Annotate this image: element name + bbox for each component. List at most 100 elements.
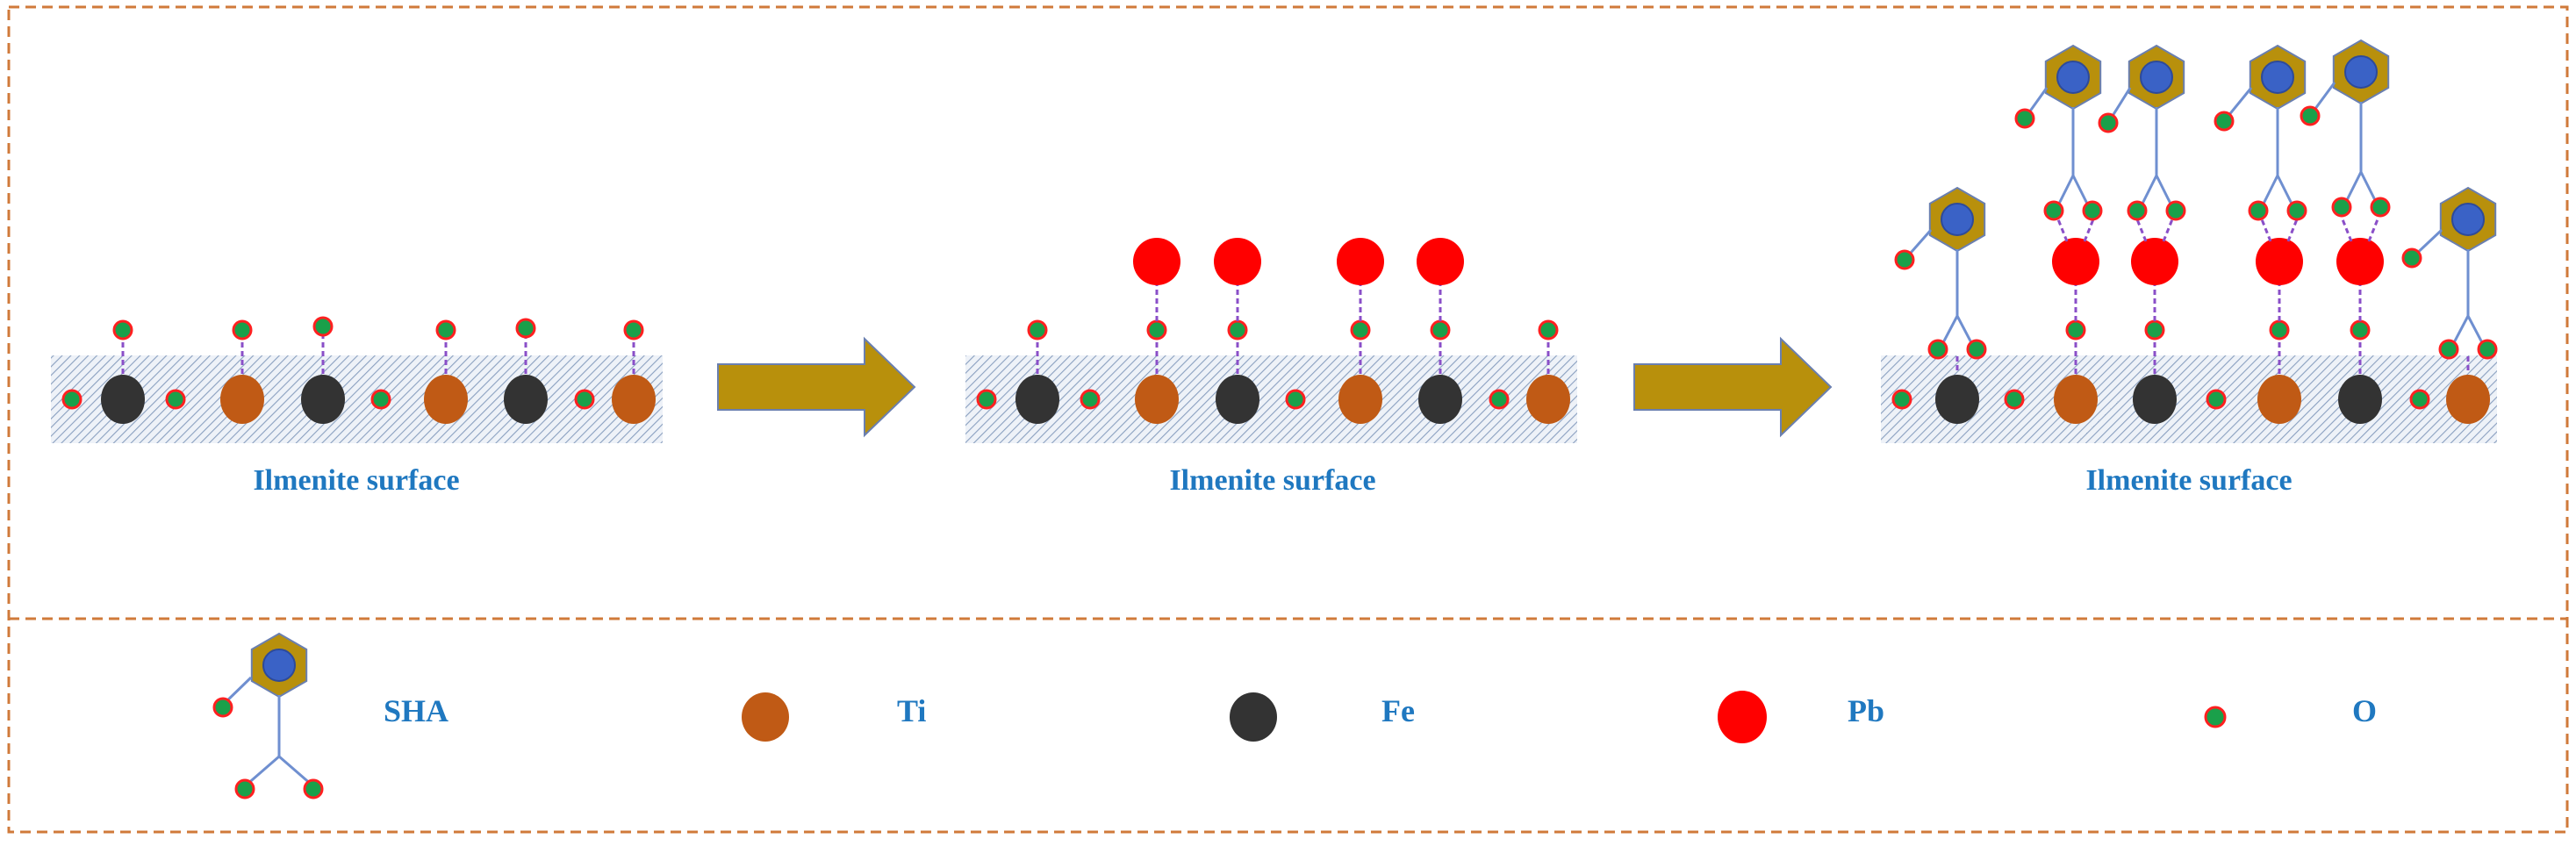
o-legend-icon: [2204, 706, 2227, 728]
o-atom: [61, 389, 83, 410]
o-atom: [574, 389, 595, 410]
pb-legend-icon: [1718, 691, 1767, 743]
o-atom: [2248, 200, 2269, 221]
ti-atom: [612, 375, 656, 424]
o-atom: [2331, 197, 2352, 218]
surface-label-2: Ilmenite surface: [1169, 464, 1375, 497]
bond-line: [2056, 219, 2069, 242]
o-atom: [976, 389, 997, 410]
bond-line: [2286, 219, 2299, 242]
right-arrow-icon: [1633, 336, 1833, 438]
o-atom: [515, 318, 536, 339]
o-atom: [2165, 200, 2186, 221]
o-atom: [1350, 319, 1371, 341]
bond-line: [2162, 219, 2174, 242]
fe-atom: [504, 375, 548, 424]
o-atom: [2477, 339, 2498, 360]
ti-atom: [220, 375, 264, 424]
ti-atom: [2054, 375, 2098, 424]
pb-atom: [2052, 238, 2099, 285]
pb-atom: [1214, 238, 1261, 285]
o-atom: [1894, 249, 1915, 270]
o-atom: [234, 778, 255, 799]
pb-atom: [1337, 238, 1384, 285]
o-atom: [2286, 200, 2307, 221]
sha-branch: [245, 755, 280, 787]
sha-branch: [278, 755, 313, 787]
o-atom: [435, 319, 456, 341]
ti-atom: [2446, 375, 2490, 424]
o-atom: [2438, 339, 2459, 360]
o-atom: [2300, 105, 2321, 126]
o-atom: [2401, 247, 2422, 269]
sha-core: [262, 649, 296, 682]
legend-label-fe: Fe: [1381, 693, 1415, 728]
o-atom: [1538, 319, 1559, 341]
legend-label-pb: Pb: [1848, 693, 1884, 728]
o-atom: [2370, 197, 2391, 218]
sha-core: [2140, 61, 2173, 94]
ti-atom: [424, 375, 468, 424]
sha-core: [2261, 61, 2294, 94]
o-atom: [2144, 319, 2165, 341]
o-atom: [312, 316, 334, 337]
o-atom: [112, 319, 133, 341]
pb-atom: [1417, 238, 1464, 285]
o-atom: [2004, 389, 2025, 410]
o-atom: [2350, 319, 2371, 341]
fe-atom: [2133, 375, 2177, 424]
o-atom: [2269, 319, 2290, 341]
o-atom: [1146, 319, 1167, 341]
bond-line: [2083, 219, 2095, 242]
o-atom: [1430, 319, 1451, 341]
o-atom: [1927, 339, 1948, 360]
fe-legend-icon: [1230, 692, 1277, 742]
o-atom: [212, 697, 233, 718]
ti-atom: [1338, 375, 1382, 424]
bond-line: [2135, 219, 2148, 242]
pb-atom: [2336, 238, 2384, 285]
main-frame: [7, 5, 2569, 834]
fe-atom: [301, 375, 345, 424]
surface-label-1: Ilmenite surface: [253, 464, 459, 497]
fe-atom: [2338, 375, 2382, 424]
ti-legend-icon: [742, 692, 789, 742]
bond-line: [2367, 219, 2379, 242]
surface-2: [965, 355, 1577, 443]
sha-core: [1941, 203, 1974, 236]
o-atom: [2127, 200, 2148, 221]
ti-atom: [2257, 375, 2301, 424]
o-atom: [2082, 200, 2103, 221]
legend-label-sha: SHA: [384, 693, 448, 728]
surface-1: [51, 355, 663, 443]
o-atom: [1966, 339, 1987, 360]
ti-atom: [1135, 375, 1179, 424]
o-atom: [1489, 389, 1510, 410]
ti-atom: [1526, 375, 1570, 424]
fe-atom: [1418, 375, 1462, 424]
pb-atom: [2256, 238, 2303, 285]
fe-atom: [1935, 375, 1979, 424]
bond-line: [2341, 219, 2353, 242]
o-atom: [2214, 111, 2235, 132]
surface-3: [1881, 355, 2497, 443]
o-atom: [232, 319, 253, 341]
fe-atom: [1015, 375, 1059, 424]
o-atom: [370, 389, 391, 410]
pb-atom: [2131, 238, 2178, 285]
fe-atom: [101, 375, 145, 424]
o-atom: [1080, 389, 1101, 410]
sha-core: [2056, 61, 2090, 94]
o-atom: [1027, 319, 1048, 341]
o-atom: [2409, 389, 2430, 410]
right-arrow-icon: [717, 336, 916, 438]
o-atom: [303, 778, 324, 799]
o-atom: [2098, 112, 2119, 133]
sha-core: [2451, 203, 2485, 236]
bond-line: [2260, 219, 2272, 242]
o-atom: [623, 319, 644, 341]
o-atom: [165, 389, 186, 410]
legend-label-ti: Ti: [897, 693, 926, 728]
o-atom: [2014, 108, 2035, 129]
